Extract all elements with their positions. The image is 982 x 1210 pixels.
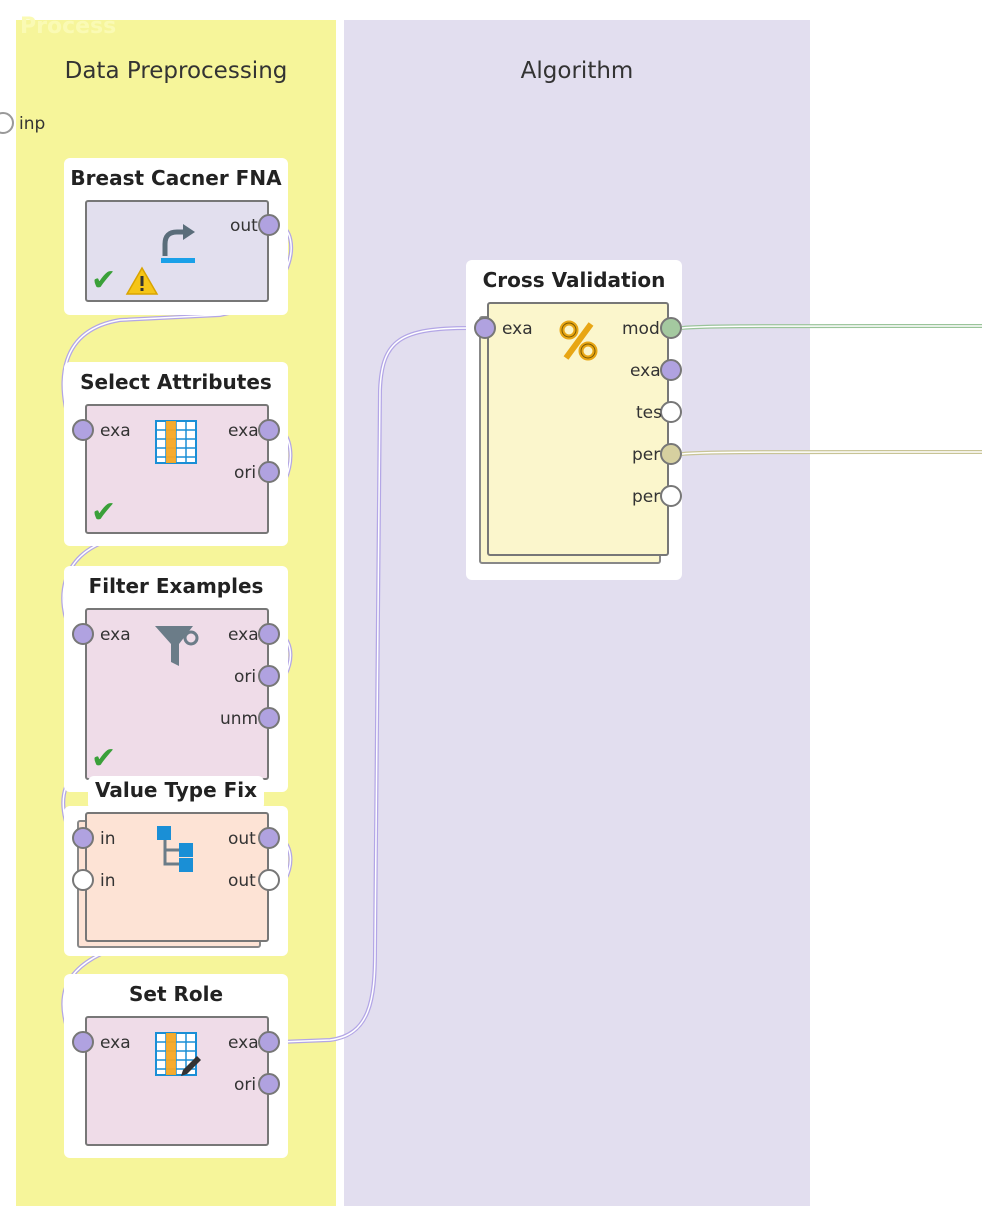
operator-retrieve[interactable]: Breast Cacner FNA ✔ out [64,158,288,315]
port-out-unm[interactable] [258,707,280,729]
operator-body[interactable] [85,1016,269,1146]
lane-algorithm: Algorithm [344,20,810,1206]
port-out-ori[interactable] [258,461,280,483]
port-label: ori [234,463,257,483]
port-out-1[interactable] [258,827,280,849]
operator-body[interactable]: ✔ [85,404,269,534]
port-label: exa [502,319,533,339]
operator-set-role[interactable]: Set Role exa exa ori [64,974,288,1158]
port-out[interactable] [258,214,280,236]
port-in-exa[interactable] [474,317,496,339]
operator-select-attributes[interactable]: Select Attributes ✔ exa exa ori [64,362,288,546]
port-label: out [230,216,258,236]
port-label: in [100,871,116,891]
port-in-2[interactable] [72,869,94,891]
port-label: in [100,829,116,849]
operator-title: Select Attributes [80,370,272,394]
port-in-exa[interactable] [72,1031,94,1053]
port-out-per-1[interactable] [660,443,682,465]
port-out-exa[interactable] [258,1031,280,1053]
port-label: per [632,445,661,465]
operator-body[interactable]: ✔ [85,200,269,302]
port-label: out [228,829,256,849]
operator-body[interactable] [85,812,269,942]
table-columns-icon [155,420,197,464]
operator-body[interactable]: ✔ [85,608,269,780]
port-out-2[interactable] [258,869,280,891]
port-label: exa [228,625,259,645]
check-icon: ✔ [91,263,117,298]
port-label: tes [636,403,662,423]
port-label: unm [220,709,259,729]
port-in-exa[interactable] [72,419,94,441]
port-label: ori [234,1075,257,1095]
table-edit-icon [155,1032,201,1076]
percent-icon [559,320,598,361]
operator-cross-validation[interactable]: Cross Validation exa mod exa tes per per [466,260,682,580]
subprocess-tree-icon [157,826,193,872]
lane-title-preprocessing: Data Preprocessing [64,58,288,84]
port-in-exa[interactable] [72,623,94,645]
check-icon: ✔ [91,495,117,530]
port-label: ori [234,667,257,687]
port-out-exa[interactable] [660,359,682,381]
port-out-tes[interactable] [660,401,682,423]
port-out-ori[interactable] [258,665,280,687]
operator-title: Filter Examples [88,574,264,598]
operator-title: Value Type Fix [94,778,258,802]
port-label: exa [228,421,259,441]
port-out-exa[interactable] [258,623,280,645]
port-label: exa [100,1033,131,1053]
port-out-exa[interactable] [258,419,280,441]
port-label: exa [100,421,131,441]
port-in-1[interactable] [72,827,94,849]
operator-filter-examples[interactable]: Filter Examples ✔ exa exa ori unm [64,566,288,792]
retrieve-arrow-icon [161,224,195,263]
port-label: per [632,487,661,507]
operator-title: Cross Validation [482,268,666,292]
process-input-port-label: inp [19,114,46,134]
operator-title: Set Role [128,982,224,1006]
port-label: exa [630,361,661,381]
lane-title-algorithm: Algorithm [520,58,634,84]
port-label: exa [228,1033,259,1053]
check-icon: ✔ [91,741,117,776]
warning-icon [125,266,159,295]
process-label: Process [20,14,117,39]
port-out-ori[interactable] [258,1073,280,1095]
operator-value-type-fix[interactable]: Value Type Fix in in out out [64,770,288,962]
operator-body[interactable] [487,302,669,556]
process-input-port[interactable] [0,112,14,134]
funnel-icon [155,626,199,666]
port-label: exa [100,625,131,645]
port-label: mod [622,319,660,339]
port-out-mod[interactable] [660,317,682,339]
operator-title: Breast Cacner FNA [70,166,282,190]
port-out-per-2[interactable] [660,485,682,507]
port-label: out [228,871,256,891]
